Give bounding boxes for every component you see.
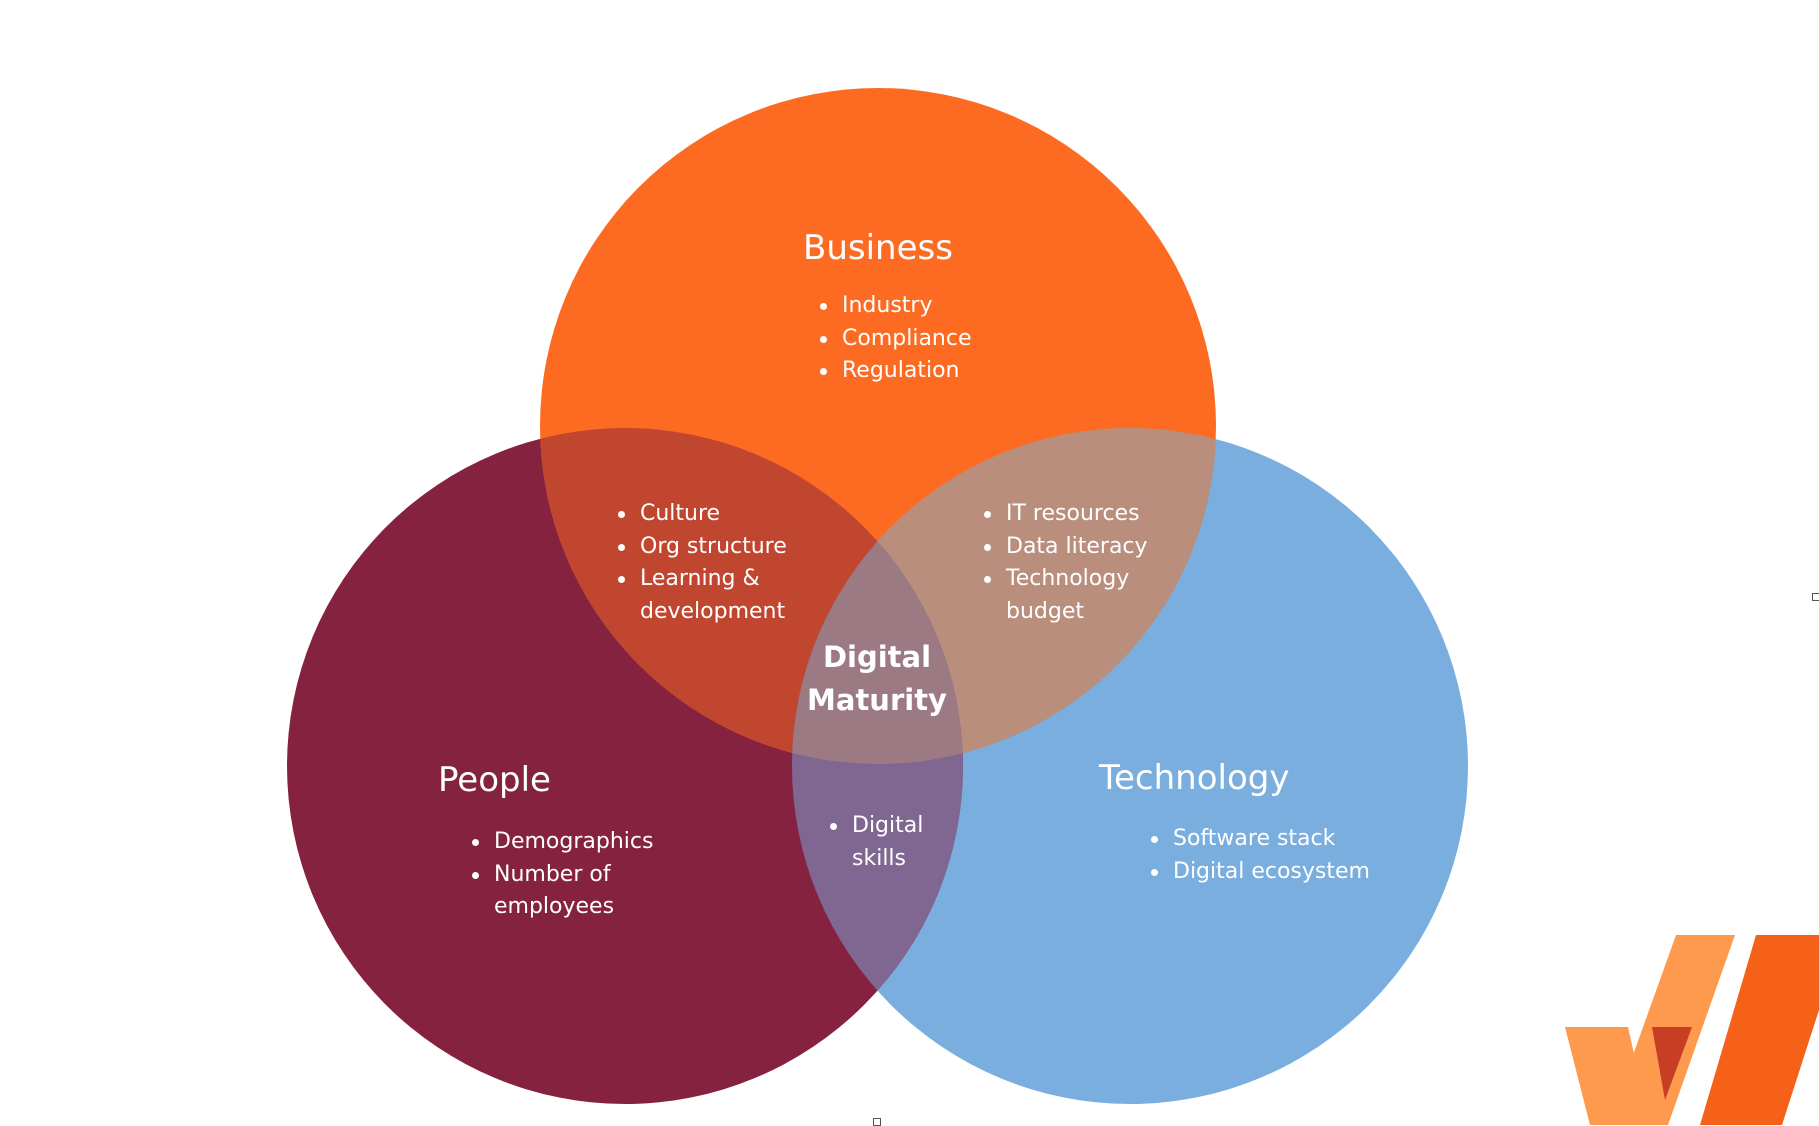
technology-list: Software stack Digital ecosystem: [1149, 823, 1409, 888]
list-item: Culture: [616, 498, 806, 531]
people-title: People: [438, 760, 551, 800]
business-title: Business: [803, 228, 953, 268]
list-item: Compliance: [818, 323, 1018, 356]
list-item: Org structure: [616, 531, 806, 564]
list-item: Learning & development: [616, 563, 806, 628]
resize-handle-right[interactable]: [1812, 593, 1819, 601]
list-item: Industry: [818, 290, 1018, 323]
business-list: Industry Compliance Regulation: [818, 290, 1018, 388]
people-list: Demographics Number of employees: [470, 826, 690, 924]
business-technology-overlap: [792, 428, 1216, 764]
people-technology-list: Digital skills: [828, 810, 948, 875]
technology-title: Technology: [1099, 758, 1290, 798]
list-item: Digital skills: [828, 810, 948, 875]
list-item: Demographics: [470, 826, 690, 859]
center-label-line2: Maturity: [807, 683, 947, 717]
business-people-list: Culture Org structure Learning & develop…: [616, 498, 806, 628]
list-item: Software stack: [1149, 823, 1409, 856]
business-people-overlap: [540, 428, 963, 764]
list-item: IT resources: [982, 498, 1172, 531]
business-technology-list: IT resources Data literacy Technology bu…: [982, 498, 1172, 628]
list-item: Digital ecosystem: [1149, 856, 1409, 889]
list-item: Regulation: [818, 355, 1018, 388]
list-item: Data literacy: [982, 531, 1172, 564]
list-item: Technology budget: [982, 563, 1172, 628]
center-label: Digital Maturity: [797, 636, 957, 722]
center-label-line1: Digital: [822, 640, 932, 674]
list-item: Number of employees: [470, 859, 690, 924]
